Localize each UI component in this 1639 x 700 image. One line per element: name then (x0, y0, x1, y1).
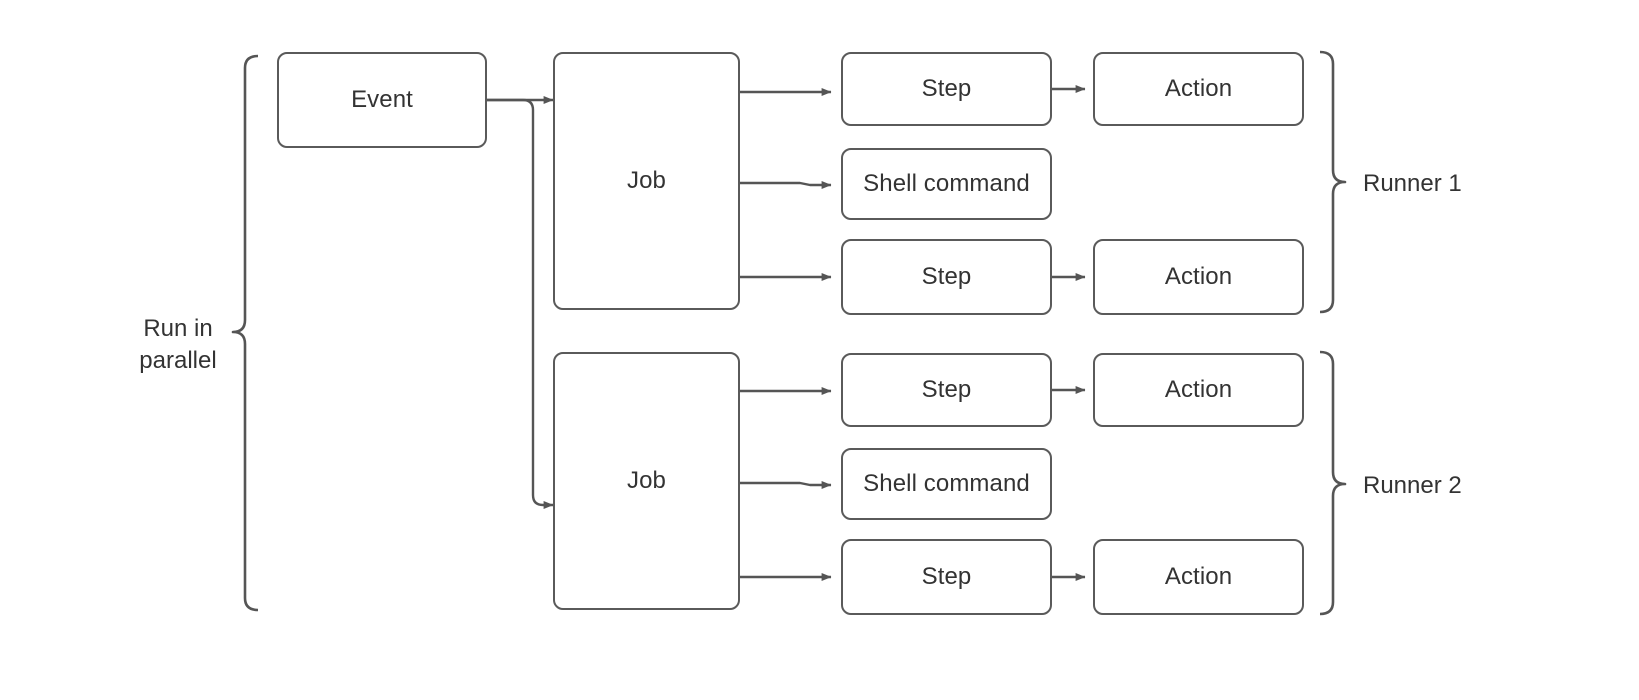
node-runner1-step-1-label: Step (921, 75, 972, 102)
node-runner1-step-1[interactable]: Step (841, 52, 1052, 126)
label-runner-1: Runner 1 (1363, 170, 1462, 197)
node-runner2-step-1-label: Step (921, 376, 972, 403)
node-job-2-label: Job (627, 467, 666, 494)
brace-run-in-parallel (231, 54, 259, 612)
node-runner2-action-2-label: Action (1164, 563, 1233, 590)
node-runner2-action-2[interactable]: Action (1093, 539, 1304, 615)
node-runner2-step-2-label: Step (921, 563, 972, 590)
brace-runner-2 (1319, 350, 1347, 616)
node-runner2-step-2[interactable]: Step (841, 539, 1052, 615)
node-runner2-step-1[interactable]: Step (841, 353, 1052, 427)
node-runner1-action-2[interactable]: Action (1093, 239, 1304, 315)
edge-job2-to-shell (740, 481, 832, 489)
node-runner1-step-2-label: Step (921, 263, 972, 290)
node-event[interactable]: Event (277, 52, 487, 148)
node-runner1-action-2-label: Action (1164, 263, 1233, 290)
node-runner2-shell-command-label: Shell command (863, 470, 1030, 497)
node-runner1-step-2[interactable]: Step (841, 239, 1052, 315)
node-runner2-shell-command[interactable]: Shell command (841, 448, 1052, 520)
node-runner1-shell-command-label: Shell command (863, 170, 1030, 197)
edge-job1-to-shell (740, 181, 832, 189)
edge-event-to-job2 (487, 98, 554, 509)
label-runner-2: Runner 2 (1363, 472, 1462, 499)
node-runner2-action-1[interactable]: Action (1093, 353, 1304, 427)
node-job-1[interactable]: Job (553, 52, 740, 310)
brace-runner-1 (1319, 50, 1347, 314)
node-event-label: Event (351, 86, 413, 113)
node-runner1-action-1-label: Action (1164, 75, 1233, 102)
node-runner2-action-1-label: Action (1164, 376, 1233, 403)
label-run-in-parallel-line-1: Run in (143, 315, 213, 342)
node-job-1-label: Job (627, 167, 666, 194)
label-run-in-parallel: Run in parallel (128, 313, 228, 376)
node-runner1-action-1[interactable]: Action (1093, 52, 1304, 126)
label-run-in-parallel-line-2: parallel (139, 346, 217, 374)
node-runner1-shell-command[interactable]: Shell command (841, 148, 1052, 220)
node-job-2[interactable]: Job (553, 352, 740, 610)
